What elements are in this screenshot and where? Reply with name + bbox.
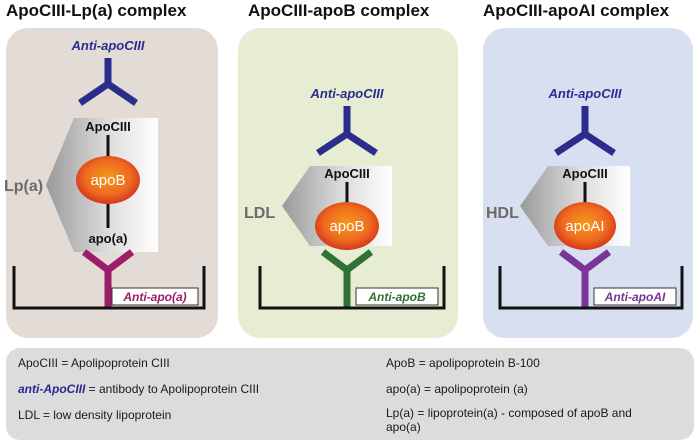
legend-apociii: ApoCIII = Apolipoprotein CIII <box>18 356 170 370</box>
panel-lpa-diagram: Anti-apoCIII ApoCIII apoB Lp(a) apo(a) A… <box>4 38 206 310</box>
anti-apociii-antibody <box>554 106 616 156</box>
ldl-label: LDL <box>244 205 275 222</box>
anti-apociii-label: Anti-apoCIII <box>310 86 384 101</box>
panel-hdl-diagram: Anti-apoCIII ApoCIII apoAI HDL Anti-apoA… <box>486 86 684 310</box>
legend-apoa: apo(a) = apolipoprotein (a) <box>386 382 528 396</box>
anti-apociii-label: Anti-apoCIII <box>71 38 145 53</box>
apob-core <box>315 202 379 250</box>
well-plate-3 <box>498 266 684 310</box>
anti-apoa-antibody <box>81 249 135 307</box>
apociii-label: ApoCIII <box>324 166 370 181</box>
lpa-label: Lp(a) <box>4 178 43 195</box>
anti-apociii-label: Anti-apoCIII <box>548 86 622 101</box>
legend-box: ApoCIII = Apolipoprotein CIII anti-ApoCI… <box>6 348 694 440</box>
apociii-label: ApoCIII <box>85 119 131 134</box>
legend-apob: ApoB = apolipoprotein B-100 <box>386 356 540 370</box>
anti-apoai-label: Anti-apoAI <box>604 290 666 304</box>
anti-apoa-label: Anti-apo(a) <box>122 290 186 304</box>
anti-apoai-antibody <box>558 249 612 307</box>
legend-ldl: LDL = low density lipoprotein <box>18 408 172 422</box>
title-lpa-complex: ApoCIII-Lp(a) complex <box>6 1 187 20</box>
title-apob-complex: ApoCIII-apoB complex <box>248 1 430 20</box>
apoai-core-label: apoAI <box>565 218 604 235</box>
apob-core <box>76 156 140 204</box>
apociii-label: ApoCIII <box>562 166 608 181</box>
legend-anti-apociii: anti-ApoCIII = antibody to Apolipoprotei… <box>18 382 259 396</box>
hdl-label: HDL <box>486 205 519 222</box>
apoai-core <box>554 202 616 250</box>
legend-anti-apociii-def: = antibody to Apolipoprotein CIII <box>85 382 260 396</box>
title-apoai-complex: ApoCIII-apoAI complex <box>483 1 670 20</box>
apob-core-label: apoB <box>329 218 364 235</box>
well-plate-1 <box>12 266 206 310</box>
anti-apociii-antibody <box>78 58 138 106</box>
well-plate-2 <box>258 266 446 310</box>
anti-apob-antibody <box>320 249 374 307</box>
legend-anti-apociii-term: anti-ApoCIII <box>18 382 86 396</box>
apob-core-label: apoB <box>90 172 125 189</box>
apoa-label: apo(a) <box>89 231 128 246</box>
anti-apob-label: Anti-apoB <box>367 290 426 304</box>
legend-lpa: Lp(a) = lipoprotein(a) - composed of apo… <box>386 406 632 434</box>
panel-ldl-diagram: Anti-apoCIII ApoCIII apoB LDL Anti-apoB <box>244 86 446 310</box>
anti-apociii-antibody <box>316 106 378 156</box>
